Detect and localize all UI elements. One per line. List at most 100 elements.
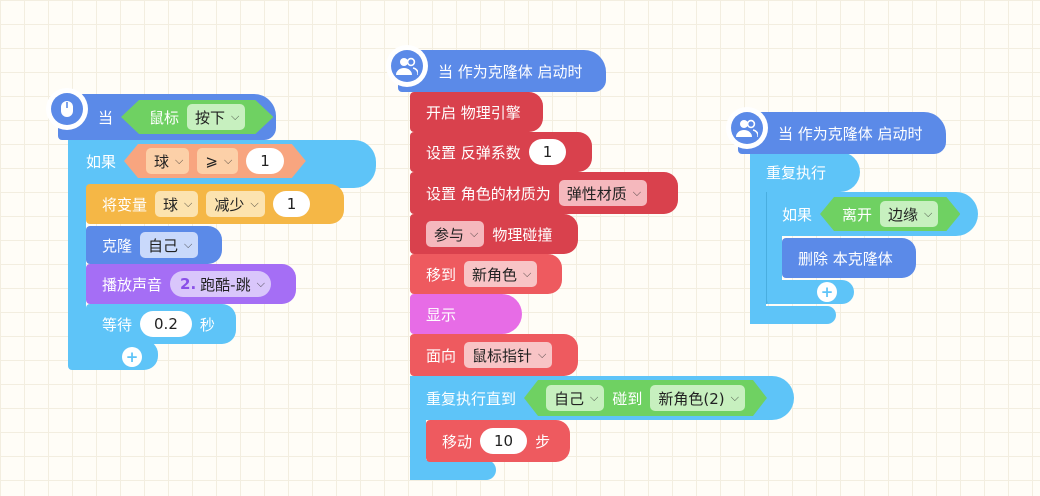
move-label: 移动 — [442, 432, 473, 451]
face-label: 面向 — [426, 346, 457, 365]
chevron-down-icon: ⌵ — [231, 110, 240, 123]
show-block[interactable]: 显示 — [410, 294, 522, 334]
delete-clone-label: 删除 本克隆体 — [798, 249, 893, 268]
change-var-label: 将变量 — [102, 195, 148, 214]
compare-operator-value: ⩾ — [205, 152, 218, 170]
move-steps-block[interactable]: 移动 10 步 — [426, 420, 570, 462]
change-variable-block[interactable]: 将变量 球⌵ 减少⌵ 1 — [86, 184, 344, 224]
wait-block[interactable]: 等待 0.2 秒 — [86, 304, 236, 344]
touch-object-dropdown[interactable]: 新角色(2) ⌵ — [650, 385, 745, 411]
variable-value: 球 — [163, 195, 179, 214]
collision-label: 物理碰撞 — [492, 225, 553, 244]
change-amount-input[interactable]: 1 — [272, 191, 311, 217]
show-label: 显示 — [426, 305, 457, 324]
touch-object-value: 新角色(2) — [658, 389, 725, 408]
if-edge-header: 如果 离开 边缘⌵ — [782, 192, 968, 236]
hat-label-2: 当 作为克隆体 启动时 — [778, 124, 923, 143]
touch-subject-dropdown[interactable]: 自己 ⌵ — [546, 385, 604, 411]
chevron-down-icon: ⌵ — [470, 227, 479, 240]
chevron-down-icon: ⌵ — [924, 207, 933, 220]
when-mouse-hat-block[interactable]: 当 鼠标 按下 ⌵ — [58, 94, 276, 140]
if-label: 如果 — [86, 152, 117, 171]
sensor-label: 鼠标 — [149, 108, 180, 127]
mouse-sensor-condition[interactable]: 鼠标 按下 ⌵ — [121, 100, 273, 134]
sound-name: 跑酷-跳 — [200, 275, 251, 294]
clone-label: 克隆 — [102, 236, 133, 255]
off-edge-condition[interactable]: 离开 边缘⌵ — [820, 197, 960, 231]
clone-target-dropdown[interactable]: 自己 ⌵ — [140, 232, 199, 258]
edge-dropdown[interactable]: 边缘⌵ — [880, 201, 938, 227]
chevron-down-icon: ⌵ — [223, 154, 233, 167]
goto-label: 移到 — [426, 265, 457, 284]
when-clone-start-hat-block-2[interactable]: 当 作为克隆体 启动时 — [738, 112, 946, 154]
if-edge-arm — [766, 192, 782, 304]
forever-foot — [750, 306, 836, 324]
add-block-icon[interactable]: + — [817, 282, 837, 302]
forever-frame[interactable] — [750, 152, 860, 192]
face-toward-block[interactable]: 面向 鼠标指针 ⌵ — [410, 334, 578, 376]
set-bounce-block[interactable]: 设置 反弹系数 1 — [410, 132, 592, 172]
chevron-down-icon: ⌵ — [523, 267, 532, 280]
wait-label: 等待 — [102, 315, 133, 334]
variable-dropdown[interactable]: 球⌵ — [155, 191, 199, 217]
chevron-down-icon: ⌵ — [250, 197, 259, 210]
mouse-sensor-icon — [46, 88, 88, 130]
if-block-arm — [68, 140, 86, 354]
clone-target-value: 自己 — [148, 236, 179, 255]
repeat-until-label: 重复执行直到 — [426, 389, 517, 408]
clone-users-icon — [386, 45, 428, 87]
clone-users-icon — [726, 107, 768, 149]
chevron-down-icon: ⌵ — [590, 391, 599, 404]
face-target-dropdown[interactable]: 鼠标指针 ⌵ — [464, 342, 553, 368]
chevron-down-icon: ⌵ — [184, 238, 193, 251]
compare-left-dropdown[interactable]: 球⌵ — [146, 148, 189, 174]
go-to-block[interactable]: 移到 新角色⌵ — [410, 254, 562, 294]
move-unit-label: 步 — [535, 432, 551, 451]
chevron-down-icon: ⌵ — [730, 391, 739, 404]
bounce-label: 设置 反弹系数 — [426, 143, 521, 162]
play-sound-label: 播放声音 — [102, 275, 163, 294]
repeat-until-header: 重复执行直到 自己 ⌵ 碰到 新角色(2) ⌵ — [426, 376, 775, 420]
sensor-option-dropdown[interactable]: 按下 ⌵ — [187, 104, 245, 130]
material-label: 设置 角色的材质为 — [426, 184, 551, 203]
wait-seconds-input[interactable]: 0.2 — [140, 311, 192, 337]
chevron-down-icon: ⌵ — [632, 186, 642, 199]
set-material-block[interactable]: 设置 角色的材质为 弹性材质⌵ — [410, 172, 678, 214]
material-dropdown[interactable]: 弹性材质⌵ — [558, 180, 648, 206]
compare-operator-dropdown[interactable]: ⩾⌵ — [197, 148, 238, 174]
add-block-icon[interactable]: + — [122, 347, 142, 367]
sound-dropdown[interactable]: 2. 跑酷-跳⌵ — [170, 271, 271, 297]
physics-collision-block[interactable]: 参与 ⌵ 物理碰撞 — [410, 214, 578, 254]
off-edge-label: 离开 — [842, 205, 873, 224]
clone-block[interactable]: 克隆 自己 ⌵ — [86, 226, 222, 264]
touching-condition[interactable]: 自己 ⌵ 碰到 新角色(2) ⌵ — [524, 380, 767, 416]
forever-label: 重复执行 — [766, 163, 827, 182]
chevron-down-icon: ⌵ — [256, 277, 265, 290]
if-edge-label: 如果 — [782, 205, 813, 224]
play-sound-block[interactable]: 播放声音 2. 跑酷-跳⌵ — [86, 264, 296, 304]
compare-right-input[interactable]: 1 — [246, 148, 284, 174]
touch-subject-value: 自己 — [554, 389, 585, 408]
physics-on-label: 开启 物理引擎 — [426, 103, 521, 122]
touch-label: 碰到 — [612, 389, 643, 408]
change-op-dropdown[interactable]: 减少⌵ — [206, 191, 265, 217]
face-target-value: 鼠标指针 — [472, 346, 533, 365]
physics-engine-on-block[interactable]: 开启 物理引擎 — [410, 92, 543, 132]
collision-option-dropdown[interactable]: 参与 ⌵ — [426, 221, 485, 247]
repeat-until-arm — [410, 376, 426, 480]
when-clone-start-hat-block[interactable]: 当 作为克隆体 启动时 — [398, 50, 606, 92]
hat-when-label: 当 — [98, 108, 114, 127]
if-header: 如果 球⌵ ⩾⌵ 1 — [86, 140, 314, 182]
forever-arm — [750, 152, 766, 324]
sensor-option-value: 按下 — [195, 108, 226, 127]
forever-header: 重复执行 — [766, 152, 834, 192]
collision-option-value: 参与 — [434, 225, 465, 244]
move-steps-input[interactable]: 10 — [480, 428, 528, 454]
repeat-until-foot — [410, 460, 496, 480]
delete-clone-block[interactable]: 删除 本克隆体 — [782, 238, 916, 278]
chevron-down-icon: ⌵ — [538, 348, 547, 361]
hat-label: 当 作为克隆体 启动时 — [438, 62, 583, 81]
compare-condition[interactable]: 球⌵ ⩾⌵ 1 — [124, 144, 306, 178]
goto-target-dropdown[interactable]: 新角色⌵ — [464, 261, 538, 287]
bounce-input[interactable]: 1 — [528, 139, 567, 165]
